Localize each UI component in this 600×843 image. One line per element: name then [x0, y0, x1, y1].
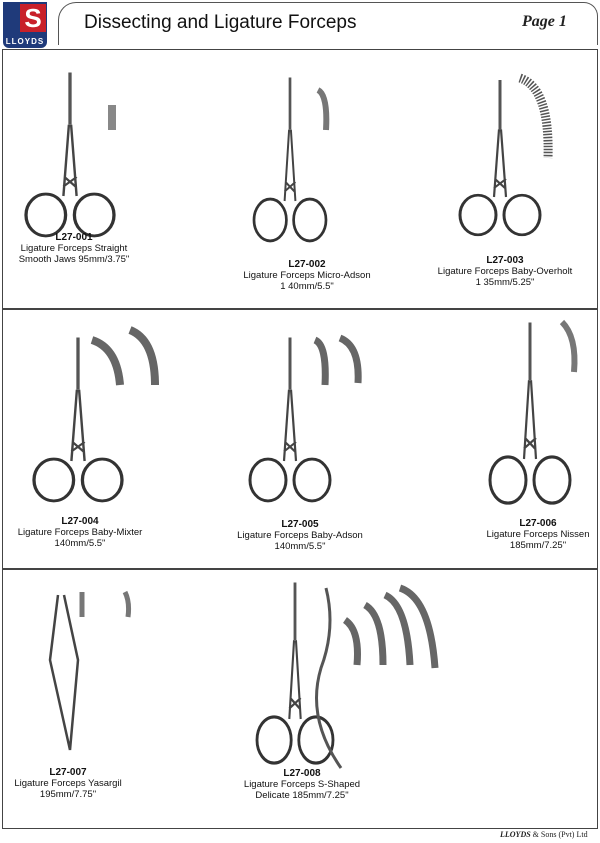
forceps-l27-003 — [458, 78, 542, 237]
row-divider — [2, 308, 598, 310]
footer-company: LLOYDS & Sons (Pvt) Ltd — [500, 830, 588, 839]
forceps-l27-004 — [32, 335, 124, 503]
jaw-detail — [518, 73, 553, 159]
header-frame — [58, 2, 598, 45]
forceps-l27-007 — [48, 594, 80, 751]
jaw-detail — [342, 584, 439, 669]
forceps-l27-001 — [24, 70, 116, 238]
page-title: Dissecting and Ligature Forceps — [84, 12, 357, 33]
jaw-detail — [313, 334, 362, 386]
forceps-l27-002 — [252, 76, 328, 243]
jaw-detail — [79, 590, 132, 618]
content-frame — [2, 49, 598, 829]
row-divider — [2, 568, 598, 570]
forceps-l27-006 — [488, 320, 572, 505]
jaw-detail — [559, 319, 578, 373]
page-number: Page 1 — [522, 13, 567, 30]
jaw-detail — [108, 105, 116, 130]
jaw-detail — [316, 87, 330, 131]
forceps-l27-008 — [255, 580, 335, 765]
jaw-detail — [90, 326, 159, 386]
forceps-l27-005 — [248, 336, 332, 503]
